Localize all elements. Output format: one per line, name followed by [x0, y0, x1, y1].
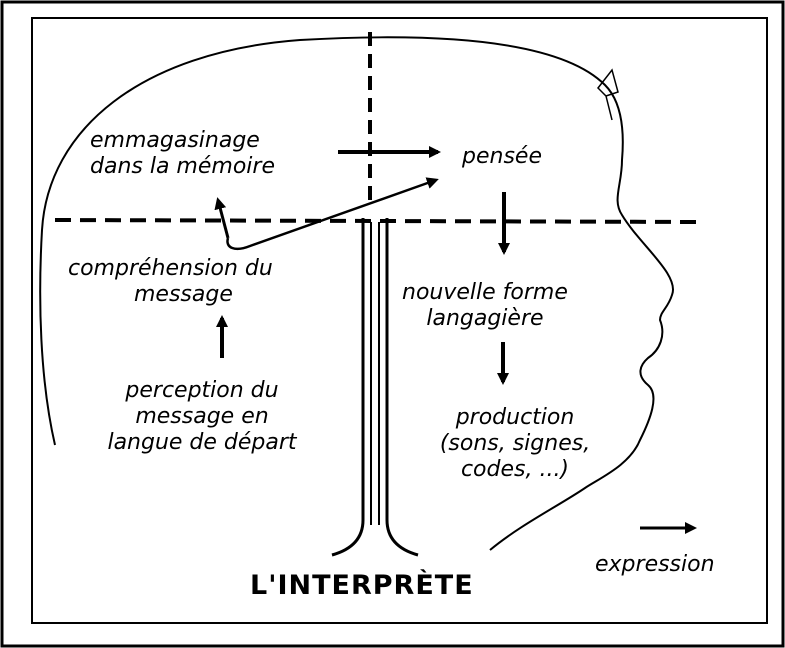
label-production: production (sons, signes, codes, ...)	[415, 405, 615, 483]
diagram-title: L'INTERPRÈTE	[250, 570, 474, 601]
arrow-loop-up-to-storage	[214, 197, 230, 239]
label-comprehension-line-1: compréhension du	[68, 256, 273, 281]
label-production-line-2: (sons, signes,	[439, 431, 591, 456]
label-new-form: nouvelle forme langagière	[402, 280, 568, 332]
label-thought-line-1: pensée	[462, 144, 542, 169]
label-production-line-1: production	[455, 405, 575, 430]
stem-right	[385, 218, 419, 557]
label-expression: expression	[595, 552, 715, 578]
label-perception-line-3: langue de départ	[107, 430, 297, 455]
label-storage-line-1: emmagasinage	[90, 128, 260, 153]
label-expression-line-1: expression	[595, 552, 715, 577]
label-comprehension: compréhension du message	[68, 256, 273, 308]
label-storage-line-2: dans la mémoire	[90, 154, 275, 179]
label-production-line-3: codes, ...)	[460, 457, 570, 482]
label-new-form-line-1: nouvelle forme	[402, 280, 568, 305]
horizontal-dashed-divider	[54, 218, 701, 224]
label-thought: pensée	[462, 144, 542, 170]
label-perception-line-2: message en	[135, 404, 269, 429]
head-outline	[39, 36, 675, 551]
label-new-form-line-2: langagière	[426, 306, 544, 331]
label-perception-line-1: perception du	[125, 378, 279, 403]
eye-detail	[597, 68, 619, 121]
arrow-loop-curve	[226, 177, 439, 250]
label-comprehension-line-2: message	[134, 282, 233, 307]
stem-left	[331, 218, 365, 557]
label-storage: emmagasinage dans la mémoire	[90, 128, 275, 180]
label-perception: perception du message en langue de dépar…	[68, 378, 336, 456]
inner-border	[31, 17, 768, 624]
